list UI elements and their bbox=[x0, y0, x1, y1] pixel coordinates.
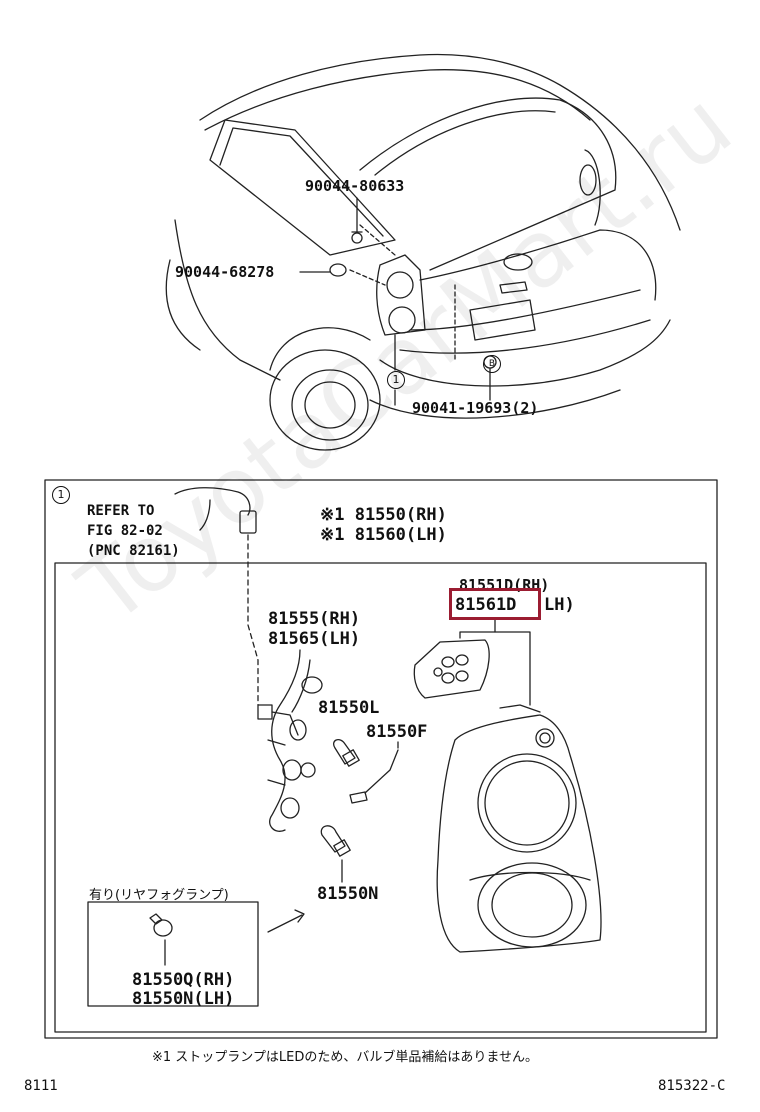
callout-marker-frame[interactable]: 1 bbox=[52, 486, 70, 504]
label-bulb-l: 81550L bbox=[318, 698, 380, 718]
lens-unit bbox=[413, 619, 531, 706]
highlight-box bbox=[449, 588, 541, 620]
label-lens-lh[interactable]: 81561D bbox=[455, 595, 517, 615]
label-bulb-f: 81550F bbox=[366, 722, 428, 742]
inner-frame bbox=[54, 562, 707, 1033]
refer-line-1: REFER TO bbox=[87, 503, 155, 519]
fog-bulb-box bbox=[87, 901, 259, 1007]
label-bulb-n: 81550N bbox=[317, 884, 379, 904]
callout-marker-car[interactable]: 1 bbox=[387, 371, 405, 389]
label-assy-lh: ※1 81560(LH) bbox=[320, 525, 447, 545]
label-assy-rh: ※1 81550(RH) bbox=[320, 505, 447, 525]
label-lens-lh-suffix: LH) bbox=[544, 595, 575, 615]
bulb-fog bbox=[149, 913, 173, 966]
refer-line-2: FIG 82-02 bbox=[87, 523, 163, 539]
harness-illustration bbox=[174, 487, 323, 832]
bulb-81550l bbox=[333, 739, 360, 767]
bulb-81550n bbox=[320, 825, 351, 883]
tail-lamp-assembly bbox=[436, 704, 602, 953]
label-side-bolt: 90044-68278 bbox=[175, 263, 275, 281]
arrow-head bbox=[294, 909, 305, 923]
label-socket-rh: 81555(RH) bbox=[268, 609, 361, 629]
refer-line-3: (PNC 82161) bbox=[87, 543, 180, 559]
bulb-81550f bbox=[349, 749, 399, 804]
page-code-left: 8111 bbox=[24, 1078, 58, 1094]
callout-marker-b: B bbox=[483, 355, 501, 373]
fog-option-label: 有り(リヤフォグランプ) bbox=[89, 888, 229, 903]
arrow bbox=[267, 914, 303, 933]
outer-frame bbox=[44, 479, 718, 1039]
footnote: ※1 ストップランプはLEDのため、バルブ単品補給はありません。 bbox=[152, 1050, 538, 1065]
label-socket-lh: 81565(LH) bbox=[268, 629, 361, 649]
label-lower-screw: 90041-19693(2) bbox=[412, 399, 539, 417]
page-code-right: 815322-C bbox=[658, 1078, 726, 1094]
car-rear-illustration bbox=[165, 53, 681, 451]
label-fog-rh: 81550Q(RH) bbox=[132, 970, 235, 990]
label-top-bolt: 90044-80633 bbox=[305, 177, 405, 195]
label-fog-lh: 81550N(LH) bbox=[132, 989, 235, 1009]
